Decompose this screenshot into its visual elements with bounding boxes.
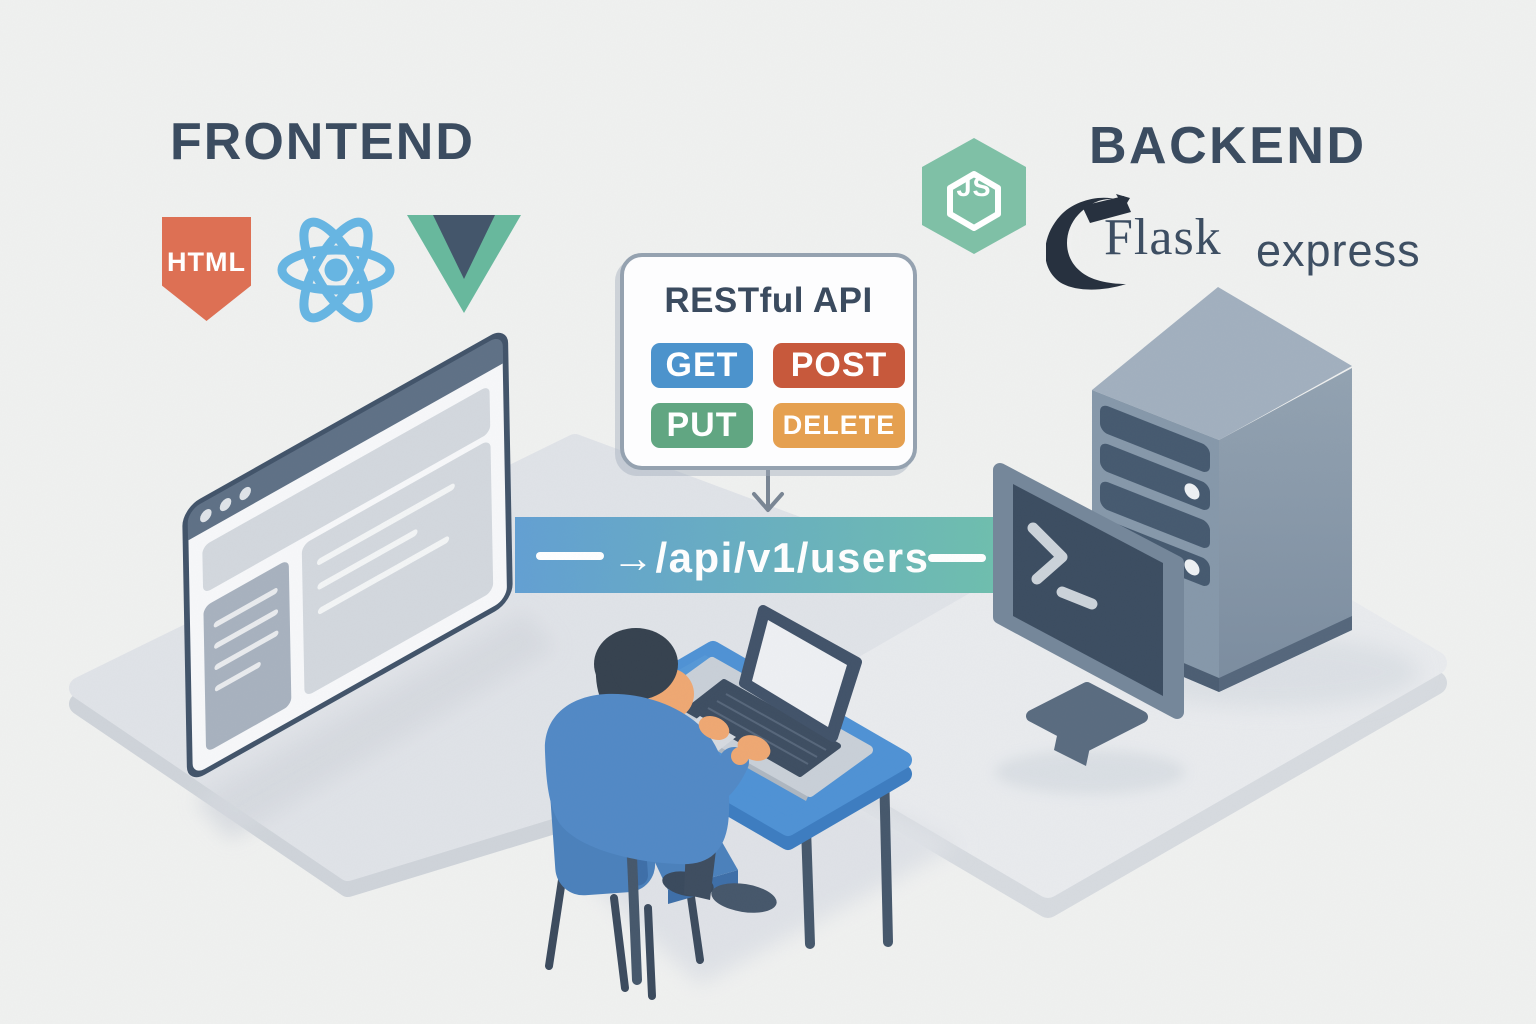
flask-logo-label: Flask [1104, 209, 1222, 266]
html5-logo-label: HTML [167, 246, 246, 277]
nodejs-logo-label: JS [956, 172, 992, 202]
method-badge-post: POST [773, 343, 905, 388]
method-badge-get: GET [651, 343, 753, 388]
express-logo-label: express [1256, 225, 1421, 276]
method-badge-delete: DELETE [773, 403, 905, 448]
flask-horn-icon [1046, 194, 1131, 290]
react-logo-icon [277, 217, 395, 323]
restful-api-box: RESTful API GET POST PUT DELETE [620, 253, 917, 470]
frontend-title: FRONTEND [170, 113, 475, 171]
method-badges: GET POST PUT DELETE [651, 343, 905, 448]
backend-title: BACKEND [1089, 117, 1367, 175]
vue-logo-icon [407, 215, 521, 313]
method-badge-put: PUT [651, 403, 753, 448]
restful-api-title: RESTful API [664, 281, 873, 320]
nodejs-logo: JS [922, 138, 1026, 254]
